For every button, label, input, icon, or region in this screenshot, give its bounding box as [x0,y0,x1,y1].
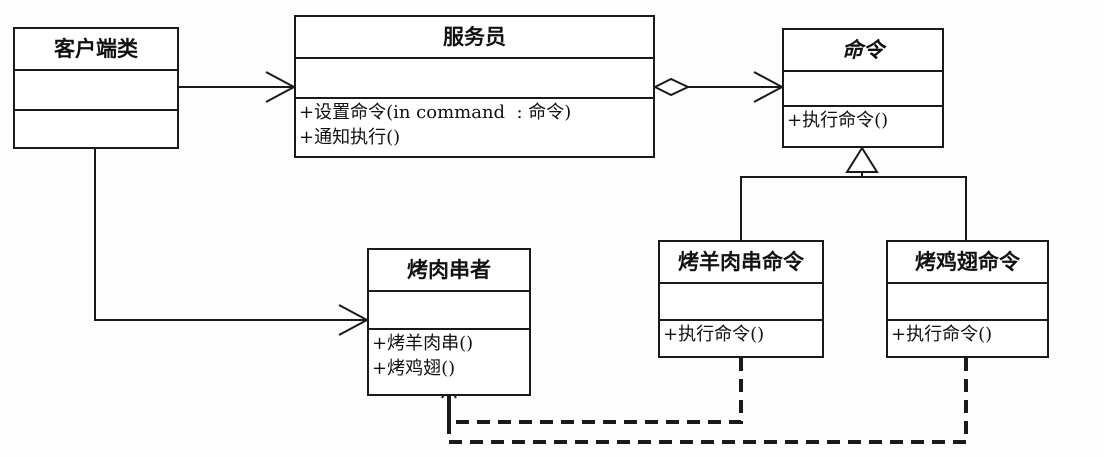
generalization-branch [740,176,967,240]
class-waiter-operations: +设置命令(in command : 命令) +通知执行() [296,99,653,150]
operation-notify-execute: +通知执行() [299,127,401,148]
association-client-barbecuer [94,148,367,321]
class-barbecuer-attributes [369,292,529,330]
class-command-attributes [784,72,942,107]
generalization-triangle [845,146,879,173]
class-command-name: 命令 [784,30,942,72]
class-barbecuer-operations: +烤羊肉串() +烤鸡翅() [369,330,529,381]
operation-bake-chicken-wing: +烤鸡翅() [372,358,456,379]
operation-set-command: +设置命令(in command : 命令) [299,102,572,123]
class-bake-mutton-command: 烤羊肉串命令 +执行命令() [658,240,824,358]
class-client-name: 客户端类 [15,29,177,71]
operation-bake-mutton: +烤羊肉串() [372,333,474,354]
class-bake-chicken-wing-command-operations: +执行命令() [888,321,1047,347]
operation-execute-command: +执行命令() [787,110,889,131]
class-bake-mutton-command-name: 烤羊肉串命令 [660,242,822,284]
class-barbecuer: 烤肉串者 +烤羊肉串() +烤鸡翅() [367,248,531,396]
class-client-attributes [15,71,177,111]
class-bake-chicken-wing-command: 烤鸡翅命令 +执行命令() [886,240,1049,358]
aggregation-diamond [652,77,691,97]
operation-execute-command: +执行命令() [663,324,765,345]
class-waiter: 服务员 +设置命令(in command : 命令) +通知执行() [294,15,655,158]
class-bake-mutton-command-attributes [660,284,822,321]
class-client-operations [15,111,177,112]
dependency-chicken-command-barbecuer [447,358,968,444]
class-barbecuer-name: 烤肉串者 [369,250,529,292]
operation-execute-command: +执行命令() [891,324,993,345]
class-command-operations: +执行命令() [784,107,942,133]
class-bake-mutton-command-operations: +执行命令() [660,321,822,347]
class-waiter-name: 服务员 [296,17,653,59]
class-waiter-attributes [296,59,653,99]
class-bake-chicken-wing-command-name: 烤鸡翅命令 [888,242,1047,284]
class-client: 客户端类 [13,27,179,149]
class-command: 命令 +执行命令() [782,28,944,148]
class-bake-chicken-wing-command-attributes [888,284,1047,321]
